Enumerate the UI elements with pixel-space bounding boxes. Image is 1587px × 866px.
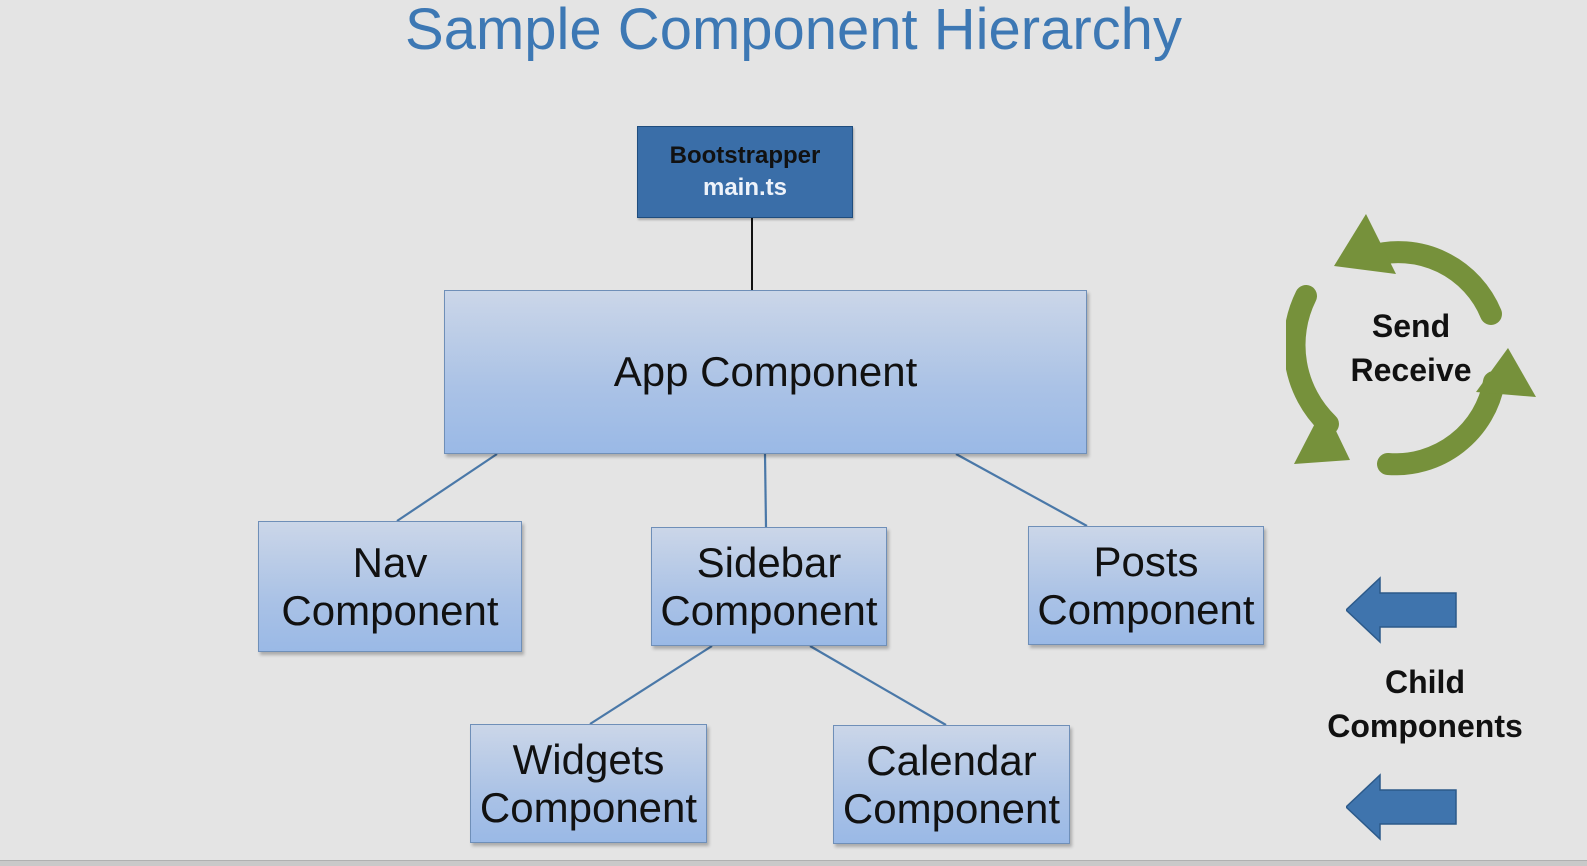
calendar-component-node: Calendar Component — [833, 725, 1070, 844]
bootstrapper-file-label: main.ts — [702, 174, 788, 201]
bootstrapper-node: Bootstrapper main.ts — [637, 126, 853, 218]
connector-app-posts — [955, 453, 1088, 527]
slide-title: Sample Component Hierarchy — [405, 0, 1182, 62]
widgets-component-node: Widgets Component — [470, 724, 707, 843]
left-arrow-icon — [1346, 773, 1457, 841]
nav-component-node: Nav Component — [258, 521, 522, 652]
app-component-node: App Component — [444, 290, 1087, 454]
posts-component-node: Posts Component — [1028, 526, 1264, 645]
connector-app-nav — [396, 453, 498, 522]
connector-sidebar-widgets — [589, 645, 713, 725]
nav-component-label: Nav Component — [281, 539, 499, 634]
bottom-bar — [0, 860, 1587, 866]
left-arrow-icon — [1346, 576, 1457, 644]
connector-app-sidebar — [763, 453, 768, 528]
app-component-label: App Component — [613, 348, 918, 396]
sidebar-component-label: Sidebar Component — [660, 539, 878, 634]
sidebar-component-node: Sidebar Component — [651, 527, 887, 646]
widgets-component-label: Widgets Component — [479, 736, 698, 831]
calendar-component-label: Calendar Component — [842, 737, 1061, 832]
posts-component-label: Posts Component — [1037, 538, 1255, 633]
child-components-label: Child Components — [1327, 664, 1523, 745]
circular-arrows-icon — [1286, 214, 1536, 476]
send-receive-label: Send Receive — [1350, 308, 1472, 389]
bootstrapper-label: Bootstrapper — [669, 141, 821, 169]
connector-sidebar-calendar — [809, 645, 947, 726]
